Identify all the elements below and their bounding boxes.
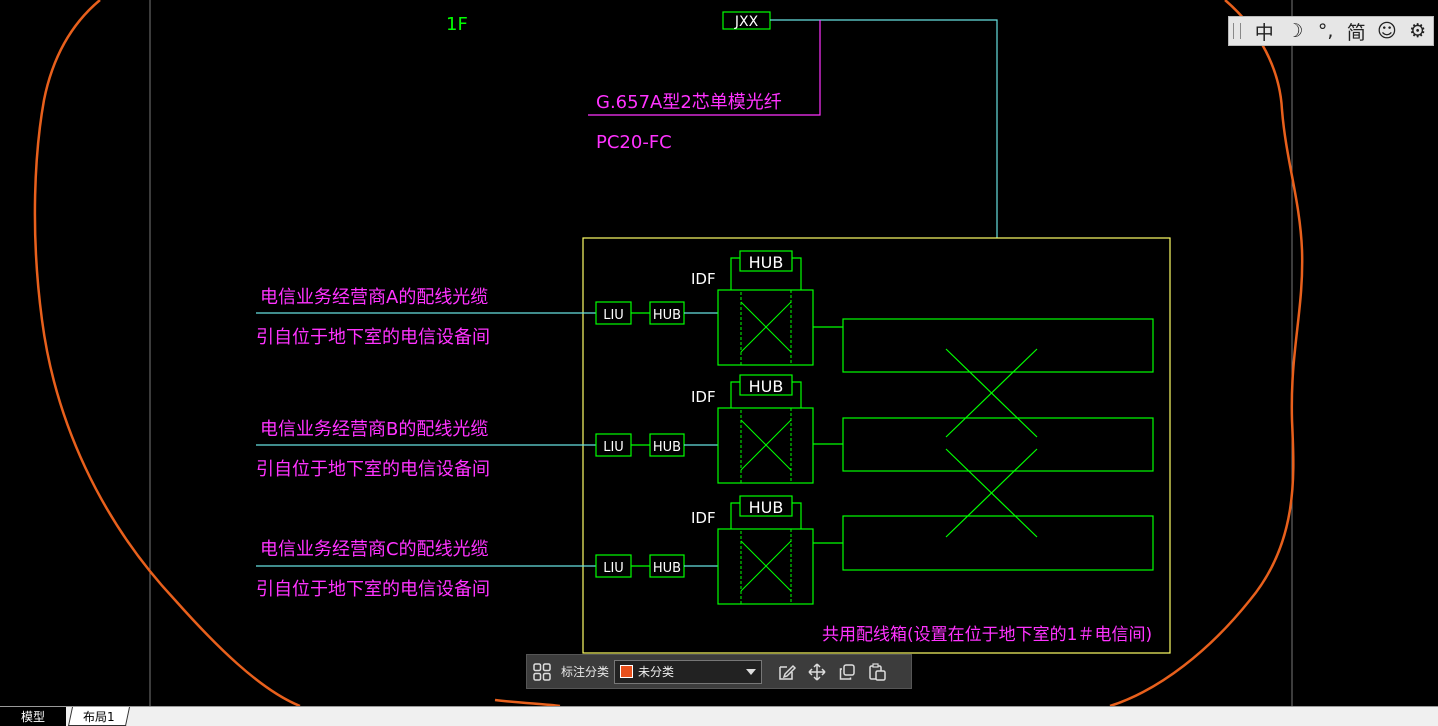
idf-inner-frame [740,528,792,605]
ime-lang-toggle[interactable]: 中 [1254,21,1274,44]
operator-cable-label: 电信业务经营商A的配线光缆 [260,287,488,308]
idf-cross-line [740,419,792,471]
floor-label: 1F [446,14,468,35]
liu-label: LIU [603,308,624,323]
idf-hub-box[interactable] [739,495,793,517]
grid-apps-icon[interactable] [527,657,557,687]
copy-icon[interactable] [832,657,862,687]
hub-label: HUB [653,308,681,323]
hub-label: HUB [653,561,681,576]
patch-panel-2[interactable] [842,417,1154,472]
moon-icon[interactable]: ☽ [1286,20,1304,42]
liu-label: LIU [603,561,624,576]
tab-layout1-label: 布局1 [83,709,115,724]
chevron-down-icon [746,668,757,675]
idf-inner-frame [740,407,792,484]
patch-panel-1[interactable] [842,318,1154,373]
idf-inner-frame [740,289,792,366]
smiley-icon[interactable]: ☺ [1377,20,1397,42]
ime-toolbar[interactable]: 中 ☽ °, 简 ☺ ⚙ [1228,16,1434,46]
idf-hub-box[interactable] [739,374,793,396]
idf-hub-label: HUB [749,498,784,517]
idf-hub-label: HUB [749,253,784,272]
ime-toolbar-grip[interactable] [1233,23,1241,39]
annotation-toolbar: 标注分类 未分类 [526,654,912,689]
settings-gear-icon[interactable]: ⚙ [1409,20,1427,42]
idf-cross-line [740,540,792,592]
idf-label: IDF [691,388,716,406]
punctuation-toggle[interactable]: °, [1317,20,1334,42]
operator-cable-label: 电信业务经营商C的配线光缆 [260,539,489,560]
revision-cloud-outline [33,0,1304,706]
idf-cross-line [740,301,792,353]
paste-icon[interactable] [862,657,892,687]
idf-label: IDF [691,270,716,288]
cross-connect-line [945,348,1038,438]
distribution-box-note: 共用配线箱(设置在位于地下室的1＃电信间) [822,625,1152,645]
layout-tab-bar: 模型 布局1 [0,706,1438,726]
ime-simplified-toggle[interactable]: 简 [1346,21,1366,44]
category-color-swatch [620,665,634,678]
cad-drawing-canvas[interactable]: 1F JXX G.657A型2芯单模光纤 PC20-FC 共用配线箱(设置在位于… [0,0,1438,706]
liu-label: LIU [603,440,624,455]
tab-model[interactable]: 模型 [0,707,66,726]
annotation-category-label: 标注分类 [561,665,610,679]
operator-cable-label: 电信业务经营商B的配线光缆 [260,419,488,440]
operator-origin-label: 引自位于地下室的电信设备间 [256,579,490,600]
fiber-spec-leader [588,20,821,116]
hub-label: HUB [653,440,681,455]
junction-box-label: JXX [734,14,759,30]
cross-connect-line [945,448,1038,538]
tab-layout1[interactable]: 布局1 [67,707,131,726]
move-icon[interactable] [802,657,832,687]
annotation-category-select[interactable]: 未分类 [614,659,763,684]
conduit-spec-label: PC20-FC [596,132,672,153]
operator-row-b: 电信业务经营商B的配线光缆 引自位于地下室的电信设备间 LIU HUB IDF … [256,374,843,484]
edit-icon[interactable] [772,657,802,687]
idf-hub-label: HUB [749,377,784,396]
operator-row-c: 电信业务经营商C的配线光缆 引自位于地下室的电信设备间 LIU HUB IDF … [256,495,843,605]
operator-origin-label: 引自位于地下室的电信设备间 [256,459,490,480]
operator-origin-label: 引自位于地下室的电信设备间 [256,327,490,348]
idf-label: IDF [691,509,716,527]
annotation-category-value: 未分类 [638,665,675,679]
patch-panel-3[interactable] [842,515,1154,571]
operator-row-a: 电信业务经营商A的配线光缆 引自位于地下室的电信设备间 LIU HUB IDF … [256,250,843,366]
fiber-spec-label: G.657A型2芯单模光纤 [596,92,782,113]
riser-fiber-line [770,19,998,238]
idf-hub-box[interactable] [739,250,793,272]
